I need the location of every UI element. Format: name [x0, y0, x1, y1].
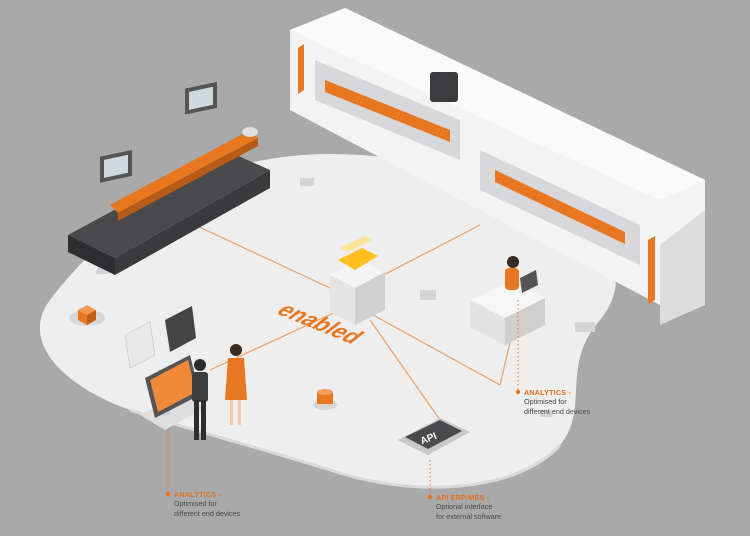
- sensor-puck: [313, 389, 337, 410]
- person-icon: [192, 359, 208, 440]
- callout-title: ANALYTICS: [174, 490, 217, 499]
- callout-line: different end devices: [174, 508, 241, 518]
- laptop-icon: [470, 256, 545, 345]
- callout-analytics-left: ANALYTICS - Optimised for different end …: [174, 490, 241, 518]
- conveyor-wall: [290, 8, 705, 325]
- api-chip-icon: API: [398, 418, 470, 455]
- callout-line: for external software: [436, 511, 502, 521]
- callout-title: ANALYTICS: [524, 388, 567, 397]
- callout-dots: [165, 389, 521, 500]
- callout-api: API ERP/MES - Optional interface for ext…: [436, 493, 502, 521]
- callout-title: API ERP/MES: [436, 493, 485, 502]
- callout-line: Optional interface: [436, 502, 493, 512]
- callout-line: Optimised for: [174, 499, 217, 509]
- callout-analytics-right: ANALYTICS - Optimised for different end …: [524, 388, 591, 416]
- kiosk-icon: [124, 306, 205, 430]
- callout-line: different end devices: [524, 406, 591, 416]
- callout-line: Optimised for: [524, 397, 567, 407]
- data-cube-icon: [330, 236, 385, 325]
- person-icon-2: [225, 344, 247, 425]
- callout-leaders: [167, 300, 519, 495]
- gear-icon: [69, 305, 105, 326]
- cnc-machine: [68, 81, 270, 275]
